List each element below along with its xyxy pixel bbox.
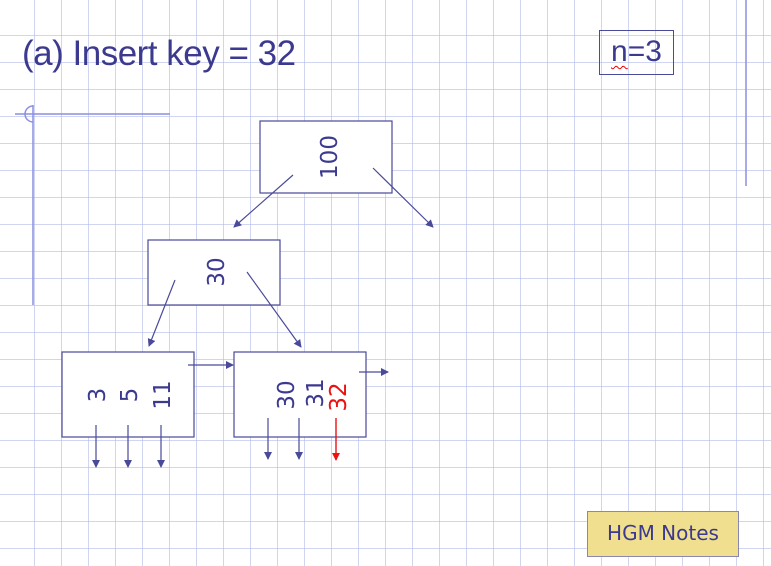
leaf-key: 5: [117, 388, 143, 403]
order-value: =3: [627, 35, 662, 68]
leaf-node-2: [233, 351, 367, 438]
leaf-key: 11: [150, 380, 176, 409]
leaf-key: 3: [85, 388, 111, 403]
root-key: 100: [317, 135, 343, 179]
root-node: [259, 120, 393, 194]
inserted-key: 32: [326, 382, 352, 411]
root-right-pointer: [372, 167, 434, 228]
leaf-node-1: [61, 351, 195, 438]
root-left-pointer: [233, 174, 294, 228]
leaf-key: 30: [274, 380, 300, 409]
order-label: n=3: [599, 30, 674, 75]
hgm-notes-button[interactable]: HGM Notes: [587, 511, 739, 557]
slide-title: (a) Insert key = 32: [22, 34, 296, 73]
order-var: n: [611, 35, 628, 68]
internal-node: [147, 239, 281, 306]
leaf-key: 31: [303, 378, 329, 407]
internal-right-pointer: [246, 271, 302, 348]
internal-key: 30: [204, 257, 230, 286]
internal-left-pointer: [147, 279, 176, 347]
crosshair-decoration: [15, 105, 170, 305]
